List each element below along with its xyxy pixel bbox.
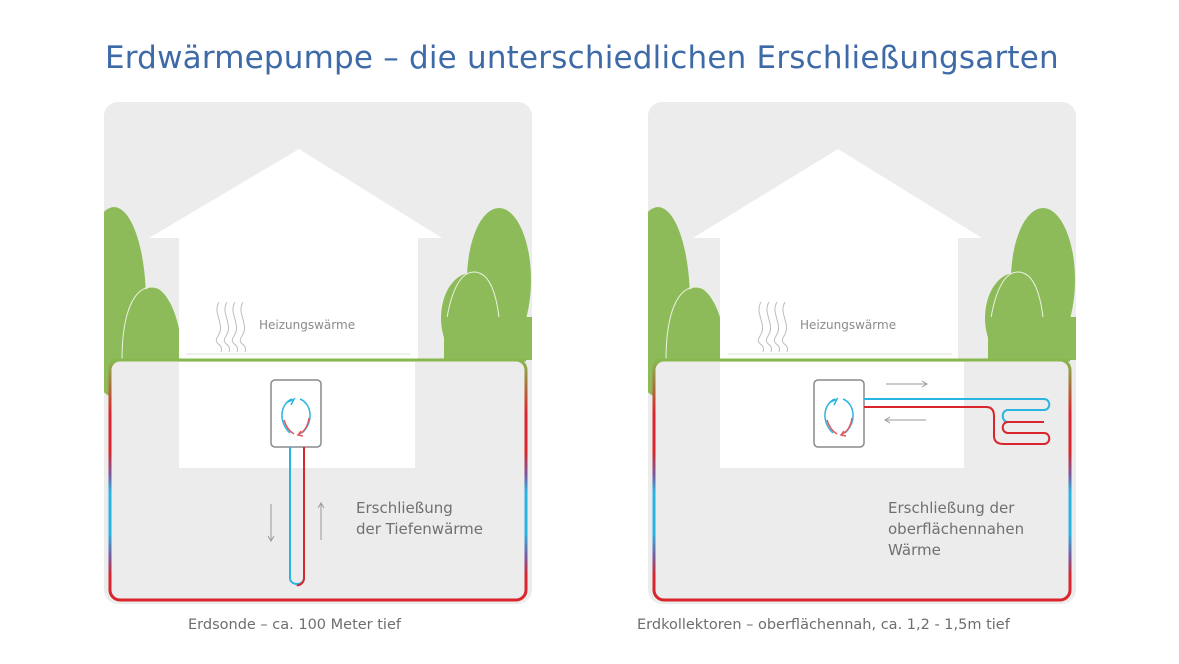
- cycle-arrows-icon: [824, 397, 854, 437]
- description-line: der Tiefenwärme: [356, 520, 484, 538]
- heat-waves-icon: [215, 301, 246, 353]
- erdkollektoren-illustration: [648, 102, 1076, 604]
- panel-erdkollektoren: Heizungswärme Erschließung der oberfläch…: [648, 102, 1076, 604]
- description-line: Wärme: [888, 541, 941, 559]
- description-line: Erschließung: [356, 499, 453, 517]
- flow-arrows: [267, 502, 325, 542]
- panel-erdsonde: Heizungswärme Erschließung der Tiefenwär…: [104, 102, 532, 604]
- heat-pump-unit-icon: [813, 379, 865, 448]
- erdsonde-illustration: [104, 102, 532, 604]
- collector-pipe-cold: [864, 398, 1051, 423]
- caption-erdkollektoren: Erdkollektoren – oberflächennah, ca. 1,2…: [637, 617, 1010, 633]
- cycle-arrows-icon: [281, 397, 311, 437]
- description: Erschließung der oberflächennahen Wärme: [888, 498, 1024, 561]
- caption-erdsonde: Erdsonde – ca. 100 Meter tief: [188, 617, 401, 633]
- heating-label: Heizungswärme: [259, 318, 356, 332]
- flow-arrows: [884, 380, 928, 424]
- heat-waves-icon: [757, 301, 788, 353]
- heat-pump-unit-icon: [270, 379, 322, 448]
- description-line: oberflächennahen: [888, 520, 1025, 538]
- heating-label: Heizungswärme: [800, 318, 897, 332]
- page-title: Erdwärmepumpe – die unterschiedlichen Er…: [105, 40, 1059, 76]
- description: Erschließung der Tiefenwärme: [356, 498, 483, 540]
- collector-pipe-warm: [864, 406, 1051, 445]
- description-line: Erschließung der: [888, 499, 1015, 517]
